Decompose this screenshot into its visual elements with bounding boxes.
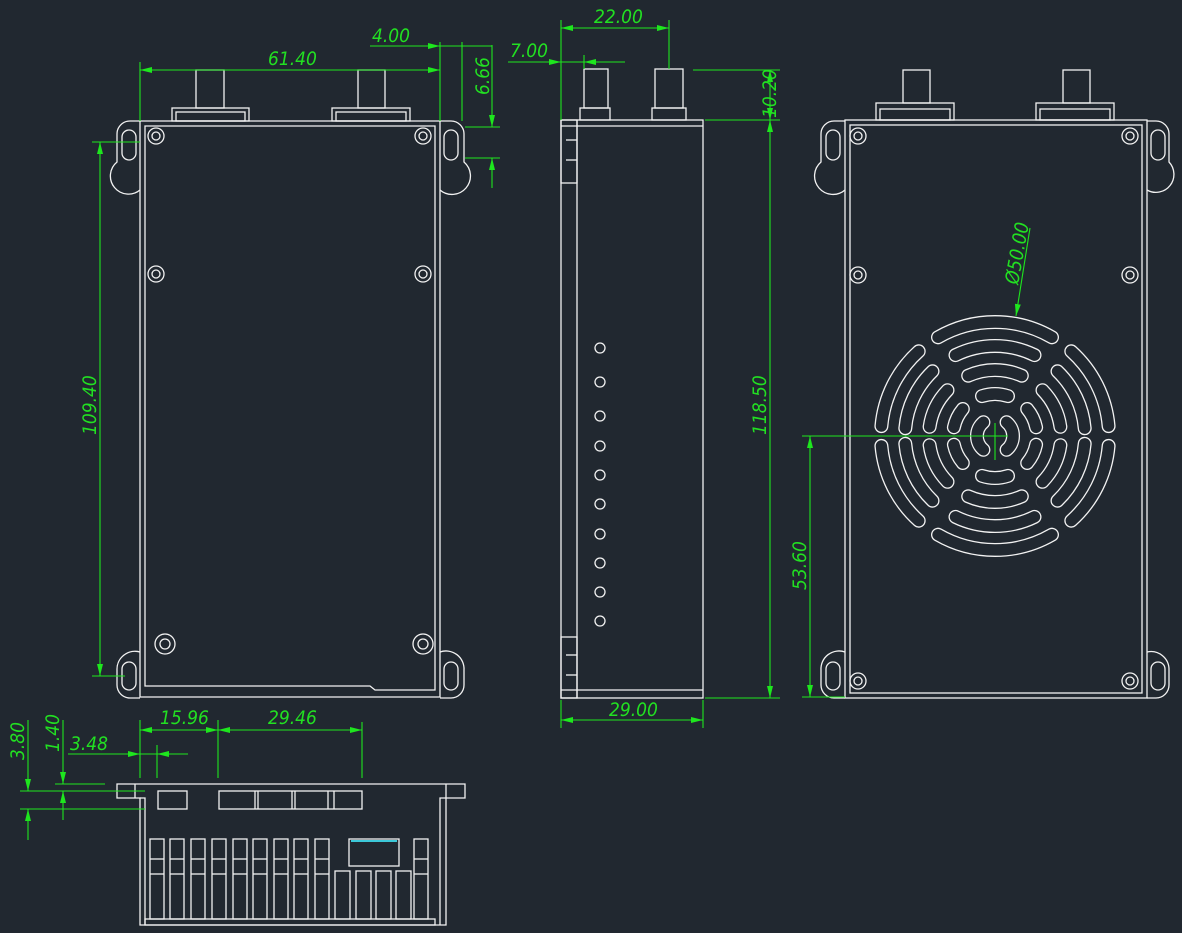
- port-icon: [157, 790, 363, 810]
- fan-slot: [875, 345, 925, 432]
- front-dimensions: 61.40 4.00 6.66 109.40: [79, 25, 500, 677]
- fan-slot: [1021, 439, 1042, 469]
- fan-slot: [1021, 403, 1042, 433]
- fan-slot: [962, 490, 1028, 508]
- component-block: [334, 870, 351, 920]
- heatsink-fin: [413, 838, 429, 920]
- rear-view: Ø50.00 53.60: [789, 69, 1175, 699]
- fan-slot: [923, 439, 954, 488]
- fan-slot: [1051, 438, 1091, 507]
- heatsink-fin: [211, 838, 227, 920]
- dim-side-pitch: 22.00: [594, 6, 643, 28]
- side-view: 22.00 7.00 10.20 118.50 29.00: [508, 6, 781, 728]
- dim-front-height: 109.40: [79, 375, 101, 435]
- dim-front-offset: 4.00: [372, 25, 410, 47]
- dim-port-offset: 15.96: [160, 707, 209, 729]
- heatsink-fin: [273, 838, 289, 920]
- dim-side-depth: 29.00: [609, 699, 658, 721]
- screw-icon: [147, 127, 434, 655]
- fan-slot: [948, 439, 969, 469]
- fan-slot: [962, 364, 1028, 382]
- heatsink-fin: [252, 838, 268, 920]
- dim-fan-center-height: 53.60: [789, 541, 811, 590]
- dim-side-connector-height: 10.20: [759, 69, 781, 118]
- fan-slot: [1000, 416, 1019, 456]
- heatsink-fin: [169, 838, 185, 920]
- fan-slot: [923, 384, 954, 433]
- heatsink-fin: [149, 838, 165, 920]
- fan-slot: [932, 529, 1058, 556]
- led-indicators: [594, 342, 606, 627]
- fan-slot: [949, 340, 1041, 361]
- fan-slot: [899, 438, 939, 507]
- dim-side-height: 118.50: [749, 375, 771, 435]
- heatsink-fin: [293, 838, 309, 920]
- heatsink-fin: [314, 838, 330, 920]
- fan-slot: [976, 388, 1014, 402]
- fan-slot: [1065, 440, 1115, 527]
- dim-step: 1.40: [42, 714, 64, 752]
- bottom-dimensions: 15.96 29.46 3.48 3.80 1.40: [7, 707, 363, 840]
- side-dimensions: 22.00 7.00 10.20 118.50 29.00: [508, 6, 781, 728]
- heatsink-fins: [149, 838, 429, 920]
- dim-front-lobe: 6.66: [472, 57, 494, 95]
- heatsink-fin: [190, 838, 206, 920]
- component-block: [375, 870, 392, 920]
- component-block: [395, 870, 412, 920]
- fan-grille-icon: [874, 315, 1116, 557]
- heatsink-fin: [232, 838, 248, 920]
- fan-slot: [1036, 384, 1067, 433]
- fan-slot: [899, 365, 939, 434]
- bottom-view: 15.96 29.46 3.48 3.80 1.40: [7, 707, 466, 926]
- fan-slot: [1051, 365, 1091, 434]
- dim-side-offset: 7.00: [510, 40, 548, 62]
- screw-icon: [849, 127, 1139, 690]
- component-block: [355, 870, 372, 920]
- dim-port-width: 29.46: [268, 707, 317, 729]
- front-view: 61.40 4.00 6.66 109.40: [79, 25, 500, 699]
- fan-slot: [875, 440, 925, 527]
- fan-slot: [949, 511, 1041, 532]
- fan-slot: [948, 403, 969, 433]
- fan-slot: [1036, 439, 1067, 488]
- fan-slot: [932, 316, 1058, 343]
- dim-front-width: 61.40: [268, 48, 317, 70]
- dim-fan-diameter: Ø50.00: [1001, 220, 1034, 286]
- connector-icon: [171, 69, 411, 122]
- dim-edge: 3.48: [70, 733, 108, 755]
- fan-slot: [976, 470, 1014, 484]
- fan-slot: [1065, 345, 1115, 432]
- dim-flange: 3.80: [7, 722, 29, 760]
